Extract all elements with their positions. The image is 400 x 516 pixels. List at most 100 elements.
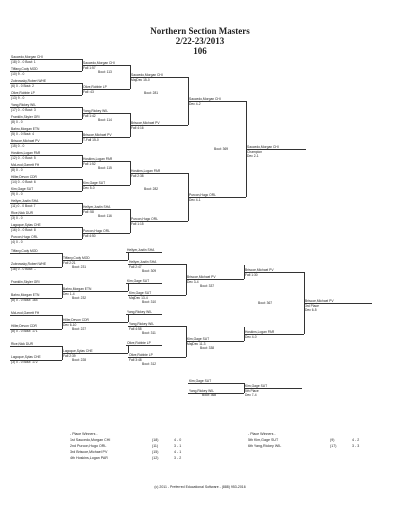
wrestler-name: Zubrowsky,Robert WHE bbox=[11, 78, 47, 83]
place-record: 3 - 1 bbox=[174, 444, 182, 448]
bracket-line bbox=[62, 352, 128, 354]
place-seed: (11) bbox=[152, 444, 159, 448]
wrestler-name: Tiffany,Cody MOD bbox=[63, 255, 90, 260]
wrestler-name: Tiffany,Cody MOD bbox=[11, 66, 38, 71]
wrestler-name: Olive,Robbie LP bbox=[129, 352, 153, 357]
bracket-line bbox=[10, 119, 82, 120]
seed-record: (8) 0 - 0 bbox=[11, 119, 23, 124]
wrestler-name: Kim,Gage SUT bbox=[187, 337, 210, 342]
seed-record: (5) 0 - 0 Bout: 4 bbox=[11, 131, 34, 136]
seed-record: (11) 0 - 0 Bout: 7 bbox=[11, 203, 36, 208]
bracket-line bbox=[128, 294, 186, 296]
footer-copyright: (c) 2011 - Preferred Educational Softwar… bbox=[154, 485, 246, 489]
match-result: Fall 3:48 bbox=[129, 357, 142, 362]
seed-record: (8) 0 - 0 bbox=[11, 167, 23, 172]
wrestler-name: Briscoe,Michael PV bbox=[131, 120, 160, 125]
tournament-title: Northern Section Masters bbox=[150, 26, 250, 36]
bracket-line bbox=[10, 191, 82, 192]
bracket-line bbox=[10, 359, 62, 361]
seed-record: (10) 9 - 0 bbox=[11, 71, 25, 76]
place-name: 2nd Purcon,Hugo ORL bbox=[70, 444, 107, 448]
match-result: Fall 2:47 bbox=[129, 264, 142, 269]
place-row: 1st Saucedo,Morgan CHI (18) 4 - 0 bbox=[70, 438, 196, 443]
bracket-line bbox=[246, 149, 306, 150]
place-record: 4 - 0 bbox=[174, 438, 182, 442]
champion-result: Dec 2-1 bbox=[247, 153, 259, 158]
bracket-line bbox=[130, 125, 188, 126]
bracket-line bbox=[128, 356, 186, 358]
match-result: MajDec 15-0 bbox=[131, 77, 150, 82]
wrestler-name: Rice,Nick DUR bbox=[11, 341, 33, 346]
bracket-line bbox=[10, 59, 82, 60]
seed-record: (17) 0 - 0 Bout: 3 bbox=[11, 107, 36, 112]
bracket-line bbox=[186, 279, 244, 280]
bracket-line bbox=[10, 253, 62, 254]
wrestler-name: Olive,Robbie LP bbox=[11, 90, 35, 95]
wrestler-name: Yang,Rickey WIL bbox=[11, 102, 37, 107]
seed-record: (8) 0 - 0 Bout: 164 bbox=[11, 298, 38, 303]
match-result: Fall :58 bbox=[83, 209, 94, 214]
wrestler-name: Saucedo,Morgan CHI bbox=[83, 60, 115, 65]
seed-record: (18) 0 - 0 Bout: -- bbox=[11, 267, 37, 272]
bout-number: Bout: 228 bbox=[72, 357, 87, 362]
wrestler-name: Bahro,Morgan ETN bbox=[11, 126, 40, 131]
bracket-line bbox=[62, 290, 128, 292]
bracket-line bbox=[128, 251, 129, 260]
wrestler-name: Kim,Gage SUT bbox=[83, 180, 106, 185]
seed-record: (3) 0 - 0 bbox=[11, 215, 23, 220]
wrestler-name: Tiffany,Cody MOD bbox=[11, 248, 38, 253]
bracket-line bbox=[188, 383, 244, 384]
bracket-line bbox=[10, 346, 62, 347]
bout-number: Bout: 231 bbox=[72, 264, 87, 269]
bracket-line bbox=[126, 251, 162, 253]
bracket-line bbox=[128, 325, 186, 327]
wrestler-name: Lagoque,Sylas CHE bbox=[11, 355, 41, 360]
bout-number: Bout: 309 bbox=[142, 268, 157, 273]
match-result: Fall 4:58 bbox=[129, 326, 142, 331]
bracket-line bbox=[10, 297, 62, 299]
bout-number: Bout: 368 bbox=[202, 393, 217, 397]
place-name: 6th Yang,Rickey WIL bbox=[248, 444, 282, 448]
dropin-name: Yang,Rickey WIL bbox=[127, 309, 153, 314]
third-place-name: Briscoe,Michael PV bbox=[305, 299, 334, 304]
seed-record: (4) 0 - 0 bbox=[11, 239, 23, 244]
match-result: Fall 4:50 bbox=[83, 233, 96, 238]
bout-number: Bout: 310 bbox=[142, 299, 157, 304]
bracket-line bbox=[82, 161, 130, 162]
place-seed: (15) bbox=[152, 450, 159, 454]
place-row: 2nd Purcon,Hugo ORL (11) 3 - 1 bbox=[70, 444, 196, 449]
wrestler-name: Briscoe,Michael PV bbox=[11, 138, 40, 143]
wrestler-name: Kim,Gage SUT bbox=[11, 186, 34, 191]
seed-record: (18) 0 - 0 Bout: 1 bbox=[11, 59, 36, 64]
wrestler-name: Lagoque,Sylas CHE bbox=[11, 222, 41, 227]
wrestler-name: Saucedo,Morgan CHI bbox=[189, 96, 221, 101]
bracket-line bbox=[62, 321, 128, 323]
bracket-line bbox=[62, 259, 128, 261]
wrestler-name: Briscoe,Michael PV bbox=[187, 275, 216, 280]
place-record: 4 - 2 bbox=[352, 438, 360, 442]
bracket-line bbox=[10, 179, 82, 180]
wrestler-name: Olive,Robbie LP bbox=[83, 84, 107, 89]
place-name: 1st Saucedo,Morgan CHI bbox=[70, 438, 111, 442]
match-result: Dec 4-2 bbox=[189, 101, 201, 106]
bout-number: Bout: 282 bbox=[144, 187, 159, 191]
place-record: 3 - 3 bbox=[352, 444, 360, 448]
dropin-name: Hellyer,Justin SHA bbox=[127, 247, 155, 252]
wrestler-name: Zubrowsky,Robert WHE bbox=[11, 262, 47, 267]
wrestler-name: Hoskins,Logan PAR bbox=[131, 168, 161, 173]
bracket-line bbox=[82, 89, 130, 90]
place-row: 6th Yang,Rickey WIL(17)3 - 3 bbox=[248, 444, 374, 449]
bracket-line bbox=[10, 227, 82, 228]
match-result: Dec 6-10 bbox=[63, 322, 77, 327]
wrestler-name: Hoskins,Logan PAR bbox=[245, 330, 275, 335]
place-name: 5th Kim,Gage SUT bbox=[248, 438, 279, 442]
bout-number: Bout: 232 bbox=[72, 295, 87, 300]
wrestler-name: Hellyer,Justin SHA bbox=[129, 259, 157, 264]
place-record: 4 - 1 bbox=[174, 450, 182, 454]
wrestler-name: Saucedo,Morgan CHI bbox=[11, 54, 43, 59]
seed-record: (15) 0 - 0 bbox=[11, 143, 25, 148]
match-result: Fall 1:15 bbox=[131, 221, 144, 226]
place-seed: (18) bbox=[152, 438, 159, 442]
seed-record: (14) 0 - 0 Bout: 6 bbox=[11, 179, 36, 184]
